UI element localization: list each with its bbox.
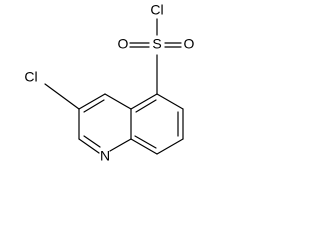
bond-n-c2 (78, 138, 100, 154)
bond-c7-c8-inner (134, 135, 157, 149)
atom-o-right: O (184, 36, 195, 52)
bond-n-c2-inner (83, 135, 101, 148)
structure-diagram: Cl S O O Cl N (24, 2, 194, 164)
bond-c3-cl (44, 83, 80, 110)
bond-c3-c4-inner (83, 99, 105, 113)
bonds (44, 18, 184, 155)
bond-c8a-n (109, 138, 132, 152)
atom-s: S (152, 36, 161, 52)
bond-c6-c7 (156, 138, 184, 155)
atom-n: N (100, 148, 110, 164)
bond-c4a-c5 (156, 93, 184, 110)
atom-cl-sulfonyl: Cl (150, 2, 163, 18)
bond-c8a-c4a (130, 93, 158, 110)
atom-cl-ring: Cl (24, 69, 37, 85)
atom-o-left: O (118, 36, 129, 52)
bond-c7-c8 (130, 138, 158, 155)
bond-c4-c8a (104, 93, 132, 110)
bond-c3-c4 (78, 93, 106, 110)
atom-labels: Cl S O O Cl N (24, 2, 194, 164)
bond-c8a-c4a-inner (135, 99, 157, 113)
